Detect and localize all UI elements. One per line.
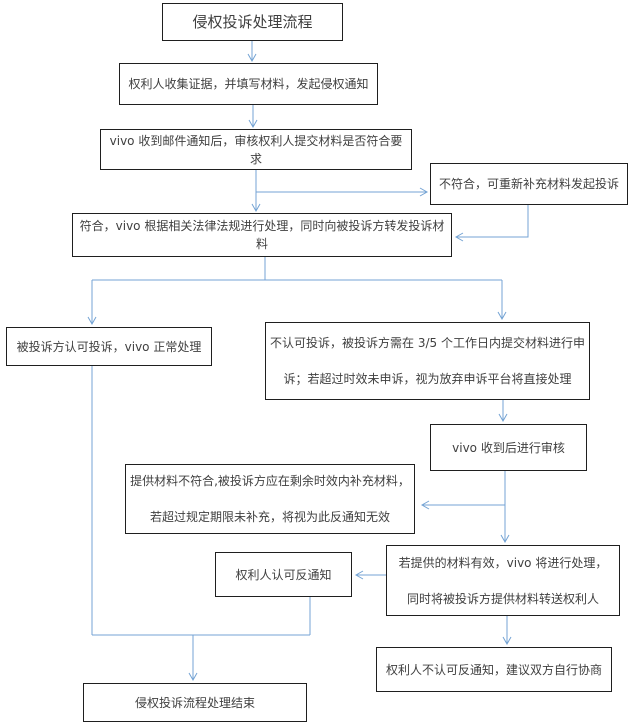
flow-node-collect-evidence: 权利人收集证据，并填写材料，发起侵权通知 — [119, 63, 378, 105]
arrowhead-down-icon — [188, 672, 198, 682]
connector-notconform-to-conform — [456, 205, 529, 238]
arrowhead-down-icon — [248, 119, 258, 129]
arrowhead-down-icon — [87, 316, 97, 326]
arrowhead-down-icon — [502, 636, 512, 646]
flow-node-process-end: 侵权投诉流程处理结束 — [83, 683, 307, 722]
arrowhead-down-icon — [247, 53, 257, 63]
arrowhead-down-icon — [497, 311, 507, 321]
arrowhead-left-icon — [420, 500, 430, 510]
flow-node-vivo-audit: vivo 收到后进行审核 — [430, 424, 587, 471]
flow-node-title: 侵权投诉处理流程 — [162, 3, 343, 41]
flow-node-owner-reject: 权利人不认可反通知，建议双方自行协商 — [376, 647, 612, 692]
flow-node-reject-complaint: 不认可投诉，被投诉方需在 3/5 个工作日内提交材料进行申 诉；若超过时效未申诉… — [265, 322, 590, 400]
flow-node-material-valid: 若提供的材料有效，vivo 将进行处理， 同时将被投诉方提供材料转送权利人 — [386, 545, 620, 616]
flow-node-not-conform: 不符合，可重新补充材料发起投诉 — [430, 163, 628, 205]
flow-node-owner-accept: 权利人认可反通知 — [215, 552, 352, 597]
arrowhead-down-icon — [500, 534, 510, 544]
flow-node-accept-complaint: 被投诉方认可投诉，vivo 正常处理 — [6, 327, 212, 366]
arrowhead-left-icon — [454, 232, 464, 242]
arrowhead-left-icon — [354, 570, 364, 580]
flow-node-material-invalid: 提供材料不符合,被投诉方应在剩余时效内补充材料， 若超过规定期限未补充，将视为此… — [125, 464, 415, 534]
arrowhead-down-icon — [498, 413, 508, 423]
flow-node-conform-process: 符合，vivo 根据相关法律法规进行处理，同时向被投诉方转发投诉材料 — [72, 213, 452, 257]
flow-node-vivo-review: vivo 收到邮件通知后，审核权利人提交材料是否符合要求 — [100, 129, 412, 170]
arrowhead-right-icon — [419, 187, 429, 197]
arrowhead-down-icon — [251, 203, 261, 213]
